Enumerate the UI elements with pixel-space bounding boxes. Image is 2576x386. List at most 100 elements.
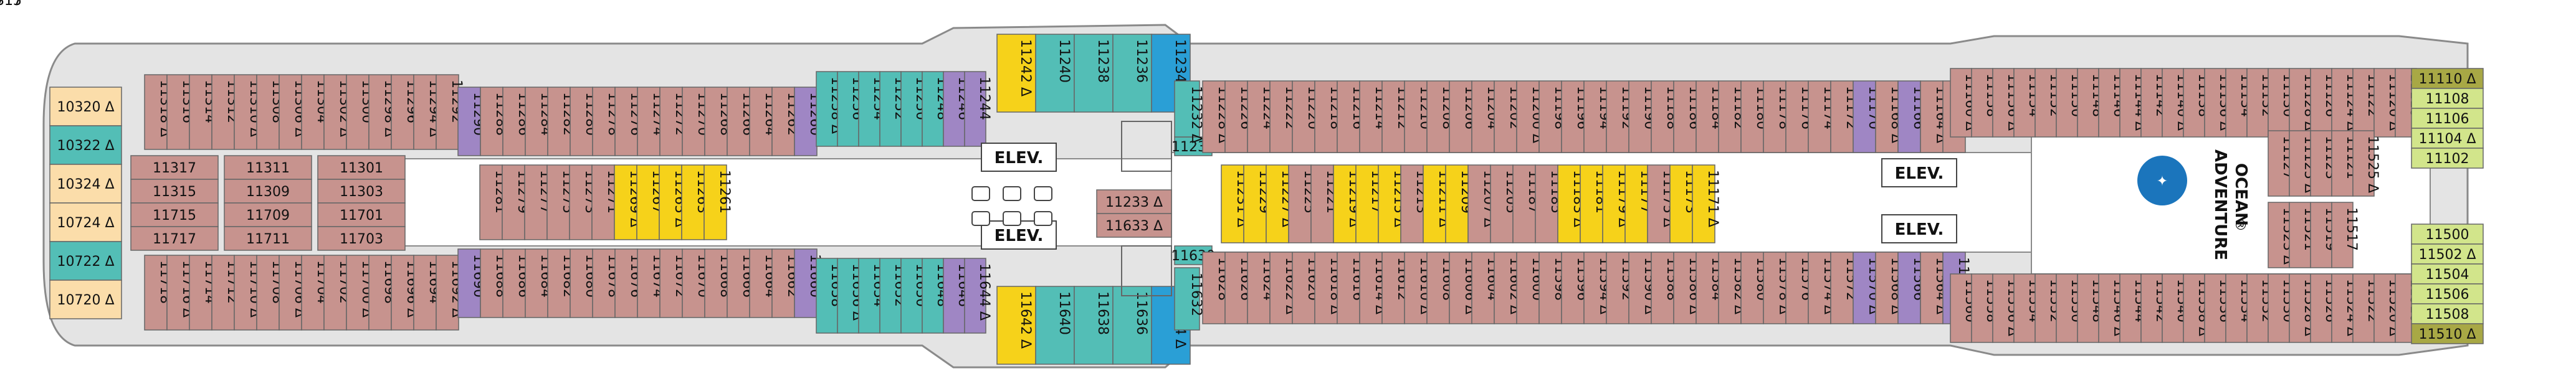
- cabin-block[interactable]: [570, 87, 593, 156]
- cabin[interactable]: 11640: [1035, 286, 1075, 365]
- cabin-block[interactable]: [279, 255, 302, 331]
- cabin-block[interactable]: [1355, 164, 1379, 243]
- cabin[interactable]: 11666: [727, 248, 755, 318]
- cabin[interactable]: 11540: [2162, 273, 2190, 343]
- cabin-block[interactable]: [2098, 68, 2120, 138]
- cabin-block[interactable]: [413, 74, 437, 150]
- cabin-block[interactable]: [1557, 164, 1581, 243]
- cabin-block[interactable]: [1243, 164, 1267, 243]
- cabin-block[interactable]: [1830, 252, 1854, 324]
- cabin-block[interactable]: [591, 164, 615, 240]
- cabin-block[interactable]: [1494, 80, 1517, 153]
- cabin-block[interactable]: [2013, 273, 2036, 343]
- cabin[interactable]: 11222: [1269, 80, 1298, 153]
- cabin[interactable]: 11510 Δ: [2411, 323, 2484, 344]
- cabin-block[interactable]: [1583, 252, 1607, 324]
- cabin-block[interactable]: [1202, 252, 1226, 324]
- cabin-block[interactable]: [1404, 80, 1428, 153]
- cabin-block[interactable]: [1202, 80, 1226, 153]
- cabin[interactable]: 11668: [704, 248, 733, 318]
- cabin-block[interactable]: [1875, 80, 1899, 153]
- cabin[interactable]: 11102: [2411, 148, 2484, 169]
- cabin-block[interactable]: [2411, 224, 2484, 245]
- cabin-block[interactable]: [480, 87, 503, 156]
- cabin-block[interactable]: [317, 155, 406, 180]
- cabin-block[interactable]: [681, 164, 705, 240]
- cabin[interactable]: 11311: [224, 155, 312, 180]
- cabin-block[interactable]: [879, 71, 902, 147]
- cabin[interactable]: 11317: [0, 0, 22, 9]
- cabin-block[interactable]: [1785, 80, 1809, 153]
- cabin[interactable]: 11261: [704, 164, 732, 240]
- cabin[interactable]: 11715: [0, 0, 22, 9]
- cabin[interactable]: 11628: [1202, 252, 1231, 324]
- cabin-block[interactable]: [2246, 68, 2269, 138]
- cabin[interactable]: 11309: [224, 179, 312, 204]
- cabin-block[interactable]: [900, 71, 923, 147]
- cabin[interactable]: 11712: [211, 255, 240, 331]
- cabin-block[interactable]: [2310, 273, 2332, 343]
- cabin-block[interactable]: [659, 164, 682, 240]
- cabin[interactable]: 11618 Δ: [1314, 252, 1343, 324]
- cabin[interactable]: 11122: [2352, 68, 2380, 138]
- cabin-block[interactable]: [1404, 252, 1428, 324]
- cabin[interactable]: 11280: [570, 87, 598, 156]
- cabin-block[interactable]: [368, 255, 392, 331]
- cabin[interactable]: 11274: [637, 87, 665, 156]
- cabin-block[interactable]: [49, 202, 122, 242]
- cabin[interactable]: 11717: [0, 0, 22, 9]
- cabin-block[interactable]: [2331, 68, 2354, 138]
- cabin-block[interactable]: [1035, 34, 1075, 113]
- cabin-block[interactable]: [1535, 164, 1558, 243]
- cabin-block[interactable]: [130, 226, 219, 251]
- cabin-block[interactable]: [346, 255, 370, 331]
- cabin[interactable]: 11126: [2310, 68, 2338, 138]
- cabin[interactable]: 11221: [1310, 164, 1339, 243]
- cabin-block[interactable]: [592, 248, 616, 318]
- cabin-block[interactable]: [2268, 130, 2290, 197]
- cabin-block[interactable]: [1378, 164, 1401, 243]
- cabin[interactable]: 11306 Δ: [279, 74, 307, 150]
- cabin[interactable]: 11244: [964, 71, 992, 147]
- cabin-block[interactable]: [1221, 164, 1244, 243]
- cabin-block[interactable]: [368, 74, 392, 150]
- cabin[interactable]: 11530: [2268, 273, 2296, 343]
- cabin[interactable]: 11303: [317, 179, 406, 204]
- cabin-block[interactable]: [413, 255, 437, 331]
- cabin-block[interactable]: [1673, 80, 1697, 153]
- cabin-block[interactable]: [2056, 273, 2078, 343]
- cabin[interactable]: 11576: [1785, 252, 1814, 324]
- cabin-block[interactable]: [1673, 252, 1697, 324]
- cabin-block[interactable]: [816, 258, 838, 334]
- cabin[interactable]: 11236: [1112, 34, 1152, 113]
- cabin-block[interactable]: [1992, 68, 2015, 138]
- cabin[interactable]: 11242 Δ: [996, 34, 1036, 113]
- cabin[interactable]: 11709: [224, 202, 312, 227]
- cabin-block[interactable]: [1333, 164, 1357, 243]
- cabin-block[interactable]: [2225, 273, 2248, 343]
- cabin[interactable]: 11642 Δ: [996, 286, 1036, 365]
- cabin[interactable]: 11178: [1763, 80, 1791, 153]
- cabin-block[interactable]: [771, 87, 795, 156]
- cabin-block[interactable]: [1035, 286, 1075, 365]
- cabin[interactable]: 11644 Δ: [964, 258, 992, 334]
- cabin[interactable]: 11656 Δ: [837, 258, 865, 334]
- cabin-block[interactable]: [1359, 80, 1383, 153]
- cabin-block[interactable]: [1516, 80, 1540, 153]
- cabin-block[interactable]: [1718, 252, 1742, 324]
- cabin[interactable]: 11315: [0, 0, 22, 9]
- cabin-block[interactable]: [794, 248, 818, 318]
- cabin[interactable]: 11125 Δ: [2289, 130, 2317, 197]
- cabin[interactable]: 11127: [2268, 130, 2296, 197]
- cabin[interactable]: 11711: [224, 226, 312, 251]
- cabin[interactable]: 11179 Δ: [1602, 164, 1631, 243]
- cabin-block[interactable]: [130, 202, 219, 227]
- cabin-block[interactable]: [2411, 263, 2484, 285]
- cabin-block[interactable]: [2411, 323, 2484, 344]
- cabin[interactable]: 11614 Δ: [1359, 252, 1388, 324]
- cabin[interactable]: 11120 Δ: [2373, 68, 2402, 138]
- cabin-block[interactable]: [922, 71, 944, 147]
- cabin-block[interactable]: [2411, 148, 2484, 169]
- cabin-block[interactable]: [1381, 252, 1405, 324]
- cabin-block[interactable]: [2035, 273, 2057, 343]
